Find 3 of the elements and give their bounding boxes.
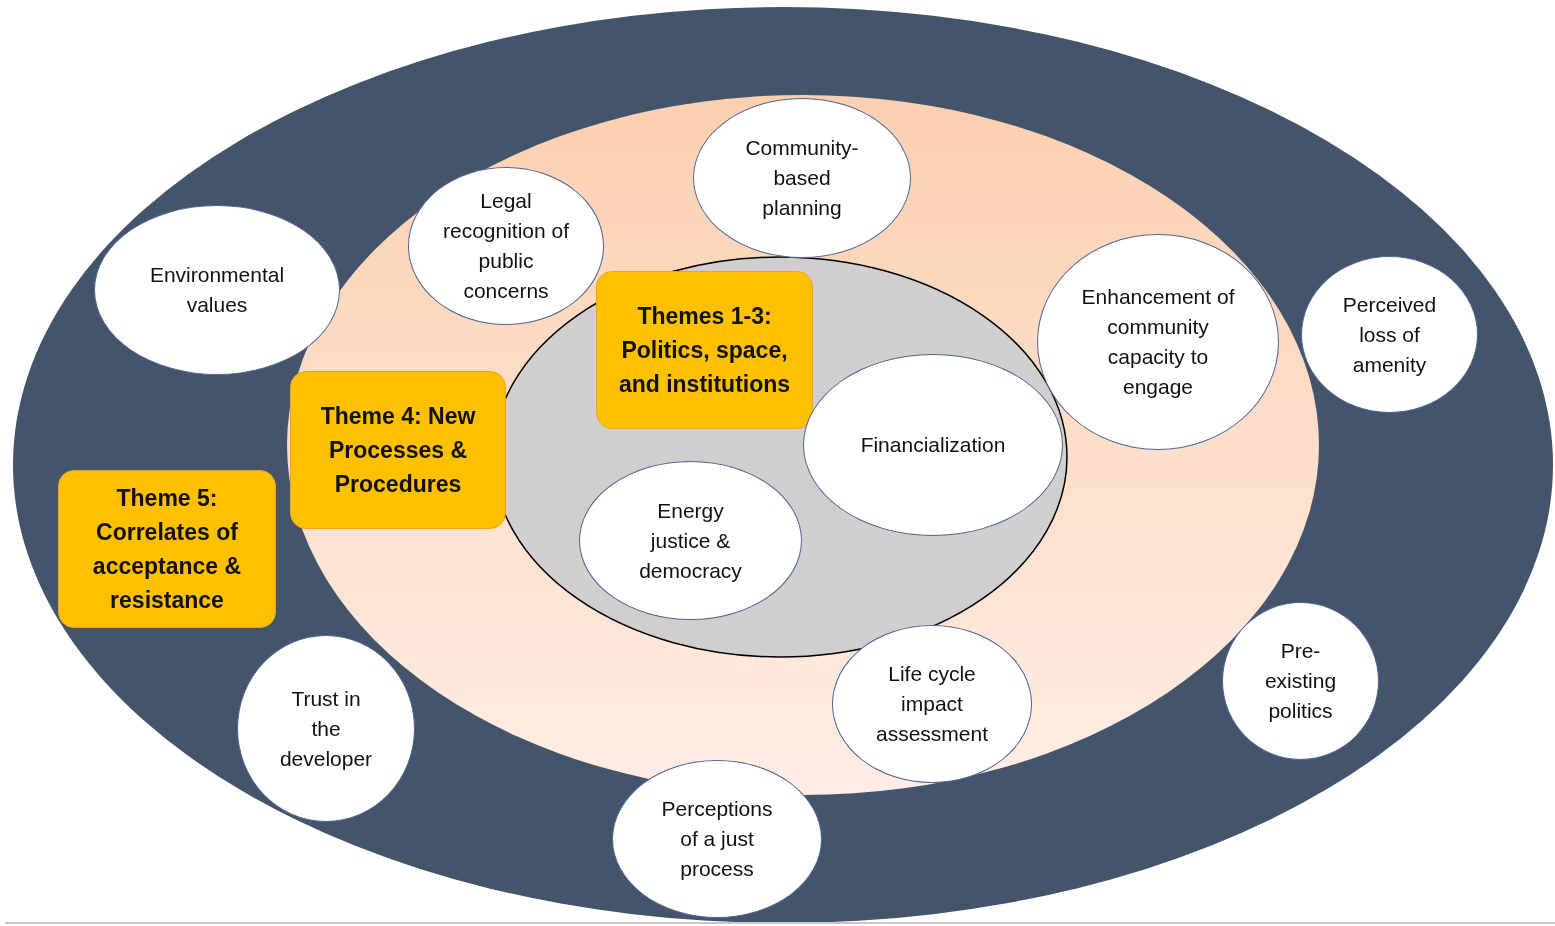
theme-box: Theme 5: Correlates of acceptance & resistance (58, 470, 276, 628)
theme-box: Themes 1-3: Politics, space, and institutions (596, 271, 813, 429)
theme-box: Theme 4: New Processes & Procedures (290, 371, 506, 529)
